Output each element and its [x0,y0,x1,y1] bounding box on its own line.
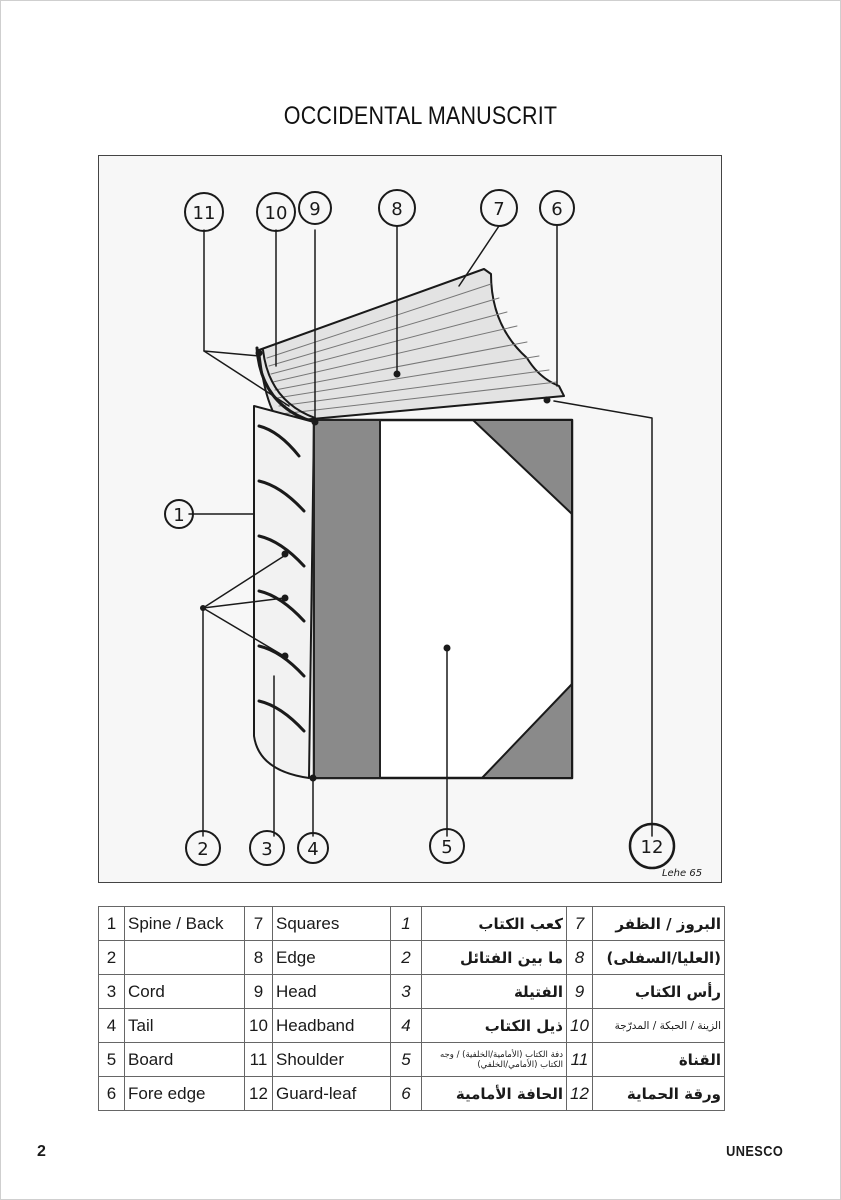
legend-term-ar: كعب الكتاب [421,906,567,941]
callout-label-3: 3 [261,839,272,860]
artist-signature: Lehe 65 [662,868,702,879]
legend-term-ar: الزينة / الحبكة / المدرّجة [592,1008,725,1043]
legend-term: Head [272,974,391,1009]
legend-number: 3 [98,974,125,1009]
legend-term-ar: الفتيلة [421,974,567,1009]
legend-term: Spine / Back [124,906,245,941]
page-number: 2 [37,1143,46,1160]
legend-term-ar: ورقة الحماية [592,1076,725,1111]
legend-number: 4 [98,1008,125,1043]
legend-term: Edge [272,940,391,975]
legend-number: 6 [98,1076,125,1111]
legend-number: 2 [98,940,125,975]
callout-11 [184,192,224,232]
legend-number-ar: 3 [390,974,422,1009]
legend-number: 9 [244,974,273,1009]
legend-number: 7 [244,906,273,941]
callout-label-2: 2 [197,839,208,860]
legend-row: 6 Fore edge 12 Guard-leaf 6 الحافة الأما… [98,1076,725,1111]
callout-label-8: 8 [391,199,402,220]
page-title: OCCIDENTAL MANUSCRIT [283,102,558,130]
legend-term [124,940,245,975]
legend-row: 3 Cord 9 Head 3 الفتيلة 9 رأس الكتاب [98,974,725,1009]
callout-10 [256,192,296,232]
book-diagram: 11 10 9 8 7 6 1 2 3 4 5 12 Lehe 65 [98,155,722,883]
legend-term: Fore edge [124,1076,245,1111]
legend-number-ar: 11 [566,1042,593,1077]
legend-term-ar: القناة [592,1042,725,1077]
legend-number-ar: 7 [566,906,593,941]
callout-label-9: 9 [309,199,320,220]
callout-4 [297,832,329,864]
callout-12 [628,822,676,870]
legend-number: 5 [98,1042,125,1077]
legend-row: 2 8 Edge 2 ما بين الفتائل 8 (العليا/السف… [98,940,725,975]
callout-label-10: 10 [265,203,288,224]
legend-term: Shoulder [272,1042,391,1077]
legend-term: Guard-leaf [272,1076,391,1111]
publisher-name: UNESCO [725,1143,783,1160]
legend-term-ar: ذيل الكتاب [421,1008,567,1043]
legend-row: 5 Board 11 Shoulder 5 دفة الكتاب (الأمام… [98,1042,725,1077]
callout-3 [249,830,285,866]
callout-5 [429,828,465,864]
legend-number: 10 [244,1008,273,1043]
legend-term: Headband [272,1008,391,1043]
legend-term-ar: البروز / الظفر [592,906,725,941]
legend-number-ar: 2 [390,940,422,975]
legend-number-ar: 9 [566,974,593,1009]
legend-term: Board [124,1042,245,1077]
legend-table: 1 Spine / Back 7 Squares 1 كعب الكتاب 7 … [98,906,725,1111]
callout-label-1: 1 [173,505,184,526]
callout-2 [185,830,221,866]
callout-label-5: 5 [441,837,452,858]
callout-label-12: 12 [641,837,664,858]
legend-term: Tail [124,1008,245,1043]
legend-number-ar: 4 [390,1008,422,1043]
legend-number-ar: 5 [390,1042,422,1077]
top-edge-pages [258,268,565,423]
legend-number: 11 [244,1042,273,1077]
callout-label-4: 4 [307,839,318,860]
legend-term-ar: رأس الكتاب [592,974,725,1009]
legend-term-ar: ما بين الفتائل [421,940,567,975]
legend-number-ar: 6 [390,1076,422,1111]
callout-9 [298,191,332,225]
callout-label-7: 7 [493,199,504,220]
legend-number-ar: 8 [566,940,593,975]
callout-8 [378,189,416,227]
callout-label-6: 6 [551,199,562,220]
legend-term: Cord [124,974,245,1009]
legend-row: 4 Tail 10 Headband 4 ذيل الكتاب 10 الزين… [98,1008,725,1043]
legend-number: 8 [244,940,273,975]
legend-term-ar: الحافة الأمامية [421,1076,567,1111]
legend-number: 1 [98,906,125,941]
callout-label-11: 11 [193,203,216,224]
legend-number-ar: 1 [390,906,422,941]
legend-number-ar: 10 [566,1008,593,1043]
callout-6 [539,190,575,226]
legend-term-ar: دفة الكتاب (الأمامية/الخلفية) / وجه الكت… [421,1042,567,1077]
callout-7 [480,189,518,227]
legend-number-ar: 12 [566,1076,593,1111]
callout-1 [164,499,194,529]
legend-number: 12 [244,1076,273,1111]
legend-term-ar: (العليا/السفلى) [592,940,725,975]
legend-row: 1 Spine / Back 7 Squares 1 كعب الكتاب 7 … [98,906,725,941]
legend-term: Squares [272,906,391,941]
